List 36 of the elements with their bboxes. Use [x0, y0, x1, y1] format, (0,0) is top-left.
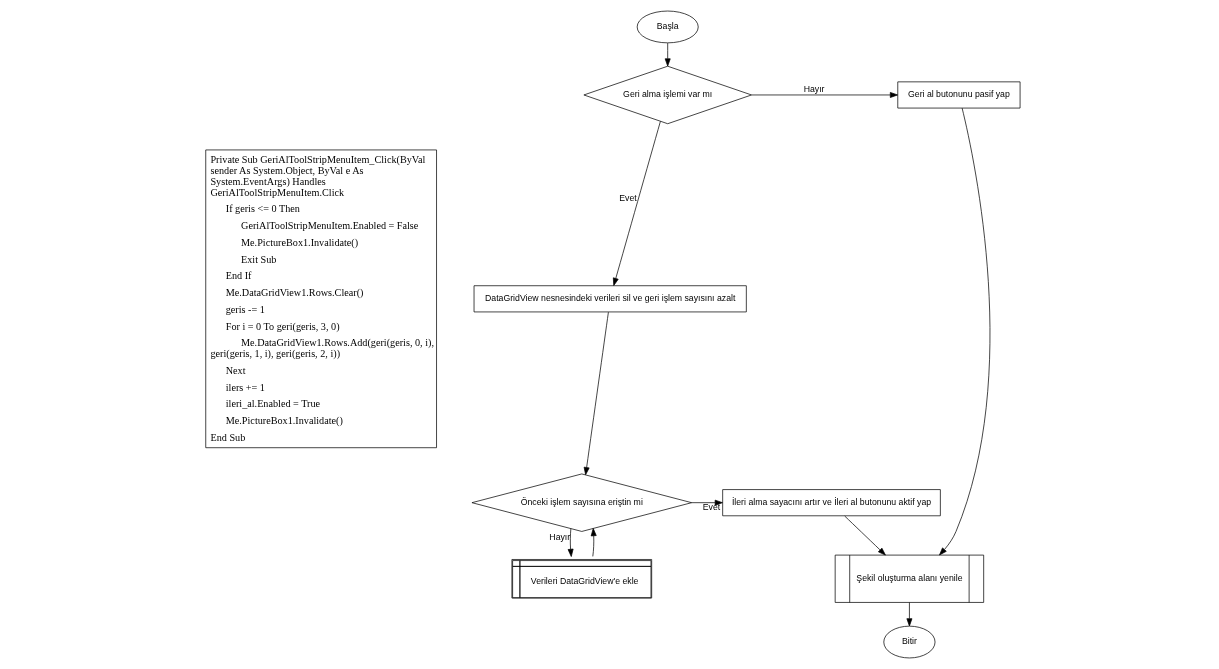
arrow	[906, 602, 912, 627]
label: geris -= 1	[225, 303, 265, 315]
label: If geris <= 0 Then	[225, 203, 300, 215]
node-box: Geri al butonunu pasif yap	[896, 81, 1020, 109]
node-box: DataGridView nesnesindeki verileri sil ve geri işlem sayısını azalt	[473, 285, 747, 313]
node-ellipse: Bitir	[882, 625, 935, 659]
node-ellipse: Başla	[636, 10, 699, 44]
arrow	[690, 499, 723, 506]
edge-label: Hayır	[548, 531, 570, 542]
edge-label: Hayır	[803, 84, 825, 95]
arrow	[938, 107, 990, 556]
label: Me.DataGridView1.Rows.Add(geri(geris, 0, i), geri(geris, 1, i), geri(geris, 2, i))	[209, 337, 434, 360]
label: Me.PictureBox1.Invalidate()	[225, 415, 343, 427]
node-diamond: Önceki işlem sayısına eriştin mi	[471, 473, 692, 532]
label: Me.PictureBox1.Invalidate()	[240, 236, 358, 248]
edge-label: Evet	[702, 501, 720, 512]
label: For i = 0 To geri(geris, 3, 0)	[225, 320, 340, 332]
arrow	[567, 528, 573, 557]
node-diamond: Geri alma işlemi var mı	[583, 65, 752, 125]
label: Next	[225, 364, 246, 376]
label: ileri_al.Enabled = True	[225, 398, 320, 410]
arrow	[612, 120, 661, 286]
edge-label: Evet	[618, 192, 637, 203]
label: GeriAlToolStripMenuItem.Enabled = False	[240, 220, 418, 232]
arrow	[843, 515, 886, 556]
label: Private Sub GeriAlToolStripMenuItem_Click(ByVal sender As System.Object, ByVal e As System.EventArgs) Handles GeriAlToolStripMenuItem.Click	[209, 153, 425, 198]
arrow	[664, 42, 671, 67]
arrow	[590, 528, 597, 557]
label: End Sub	[209, 431, 245, 443]
arrow	[583, 311, 609, 476]
arrow	[750, 92, 898, 98]
label: ilers += 1	[225, 381, 265, 393]
label: Me.DataGridView1.Rows.Clear()	[225, 287, 363, 299]
label: Exit Sub	[240, 253, 276, 265]
node-box: İleri alma sayacını artır ve İleri al butonunu aktif yap	[721, 489, 941, 517]
label: End If	[225, 270, 251, 282]
